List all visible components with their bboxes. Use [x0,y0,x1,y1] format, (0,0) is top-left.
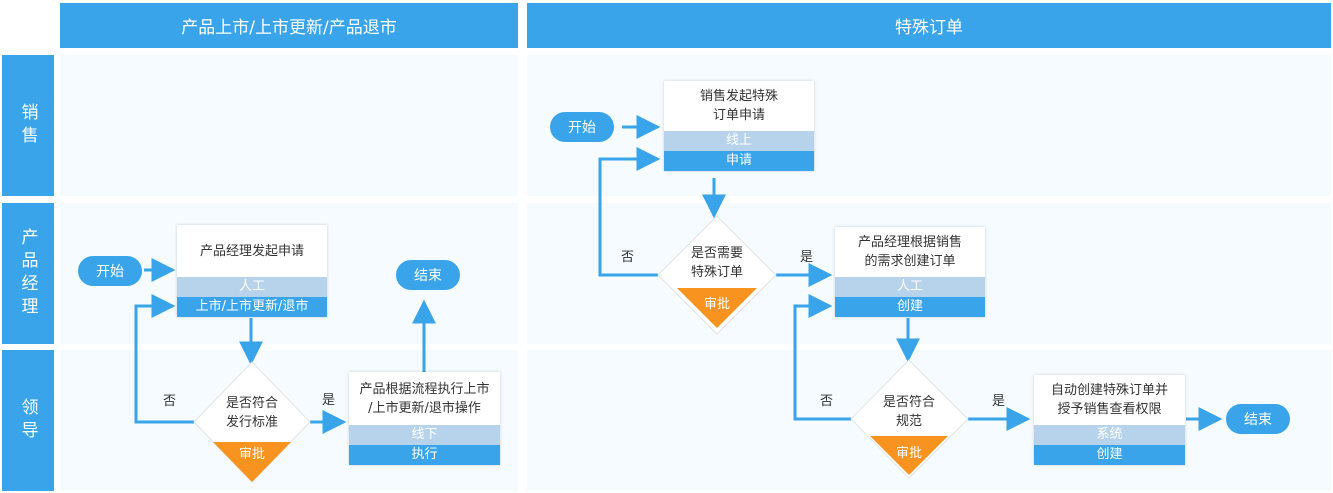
left-execute-action: 执行 [349,445,500,465]
left-apply-text: 产品经理发起申请 [199,243,304,259]
lane-cell-right-sales [527,55,1331,196]
arrow-decision1-no-loop [598,147,661,277]
right-end-node: 结束 [1226,404,1290,434]
right-auto-create-text: 自动创建特殊订单并 授予销售查看权限 [1050,383,1168,417]
lane-label-pm-text: 产品经理 [17,227,38,320]
lane-label-leader-text: 领导 [17,397,38,444]
right-decision2-action: 审批 [895,446,922,461]
header-right-title: 特殊订单 [895,18,963,38]
left-start-node: 开始 [78,256,142,286]
lane-label-sales-text: 销售 [17,102,38,149]
lane-label-sales: 销售 [2,55,54,196]
right-auto-create-type: 系统 [1034,425,1185,445]
left-end-label: 结束 [414,268,442,284]
lane-cell-left-sales [60,55,518,196]
right-start-node: 开始 [550,112,614,142]
left-decision-action: 审批 [238,447,265,462]
left-no-label: 否 [163,394,177,409]
right-decision2-text: 是否符合 规范 [882,395,935,429]
right-sales-apply-box: 销售发起特殊 订单申请 线上 申请 [664,81,814,171]
diamond-right-decision1 [657,215,777,335]
right-sales-apply-text: 销售发起特殊 订单申请 [699,89,778,123]
right-end-label: 结束 [1244,412,1272,428]
right-auto-create-action: 创建 [1034,445,1185,465]
right-start-label: 开始 [568,120,596,136]
right-yes2-label: 是 [992,394,1006,409]
right-auto-create-box: 自动创建特殊订单并 授予销售查看权限 系统 创建 [1034,375,1185,465]
right-decision1-text: 是否需要 特殊订单 [690,246,743,280]
left-end-node: 结束 [396,260,460,290]
left-apply-type: 人工 [177,277,327,297]
left-decision-text: 是否符合 发行标准 [225,396,278,430]
left-start-label: 开始 [96,264,124,280]
right-decision1-action: 审批 [703,297,730,312]
left-execute-type: 线下 [349,425,500,445]
left-execute-box: 产品根据流程执行上市 /上市更新/退市操作 线下 执行 [349,372,500,465]
left-apply-action: 上市/上市更新/退市 [177,297,327,317]
right-pm-create-box: 产品经理根据销售 的需求创建订单 人工 创建 [835,227,985,317]
lane-label-pm: 产品经理 [2,203,54,344]
lane-label-leader: 领导 [2,350,54,491]
right-pm-create-action: 创建 [835,297,985,317]
right-pm-create-type: 人工 [835,277,985,297]
right-no1-label: 否 [621,250,635,265]
header-left-title: 产品上市/上市更新/产品退市 [181,18,397,38]
header-right: 特殊订单 [527,3,1331,48]
header-left: 产品上市/上市更新/产品退市 [60,3,518,48]
arrow-decision-no-loop [134,294,194,424]
diamond-right-decision2 [850,359,969,479]
right-pm-create-text: 产品经理根据销售 的需求创建订单 [857,235,962,269]
left-apply-box: 产品经理发起申请 人工 上市/上市更新/退市 [177,225,327,317]
diamond-left-decision [193,361,311,483]
left-execute-text: 产品根据流程执行上市 /上市更新/退市操作 [359,381,490,416]
right-sales-apply-type: 线上 [664,131,814,151]
left-yes-label: 是 [322,393,336,408]
right-yes1-label: 是 [800,250,814,265]
arrow-decision2-no-loop [793,294,851,421]
right-no2-label: 否 [820,394,834,409]
right-sales-apply-action: 申请 [664,151,814,171]
